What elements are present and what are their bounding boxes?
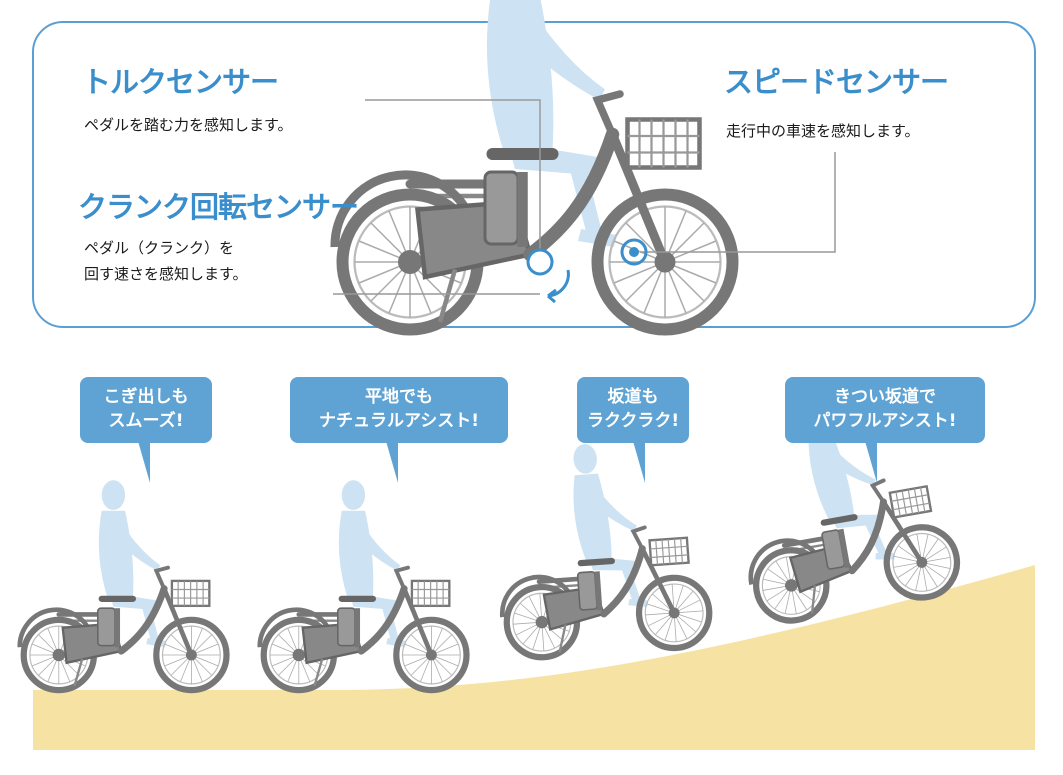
speed-callout-line xyxy=(640,152,836,253)
bike-illustration-2 xyxy=(260,480,467,690)
speed-sensor-title: スピードセンサー xyxy=(724,65,949,99)
speech-bubble-start-line2: スムーズ! xyxy=(108,411,184,431)
speech-bubble-slope-line2: ラククラク! xyxy=(587,411,680,431)
ground-slope xyxy=(33,565,1035,750)
crank-sensor-desc-line2: 回す速さを感知します。 xyxy=(84,265,248,283)
torque-sensor-desc: ペダルを踏む力を感知します。 xyxy=(84,116,293,134)
speech-bubble-start-line1: こぎ出しも xyxy=(103,387,189,407)
speech-bubble-start: こぎ出しも スムーズ! xyxy=(80,377,212,483)
speech-bubble-steep: きつい坂道で パワフルアシスト! xyxy=(785,377,985,483)
speech-bubble-flat-line1: 平地でも xyxy=(365,387,433,407)
torque-sensor-title: トルクセンサー xyxy=(82,65,279,99)
crank-sensor-title: クランク回転センサー xyxy=(78,190,359,224)
crank-rotation-arrow-icon xyxy=(547,269,570,298)
torque-callout-line xyxy=(365,99,541,255)
speech-bubble-slope-line1: 坂道も xyxy=(607,387,659,407)
crank-sensor-desc-line1: ペダル（クランク）を xyxy=(84,239,235,257)
speech-bubble-flat-line2: ナチュラルアシスト! xyxy=(318,411,480,431)
speed-sensor-desc: 走行中の車速を感知します。 xyxy=(726,122,920,140)
crank-sensor-marker xyxy=(526,248,554,276)
speech-bubble-steep-line2: パワフルアシスト! xyxy=(813,411,957,431)
bike-illustration-3 xyxy=(491,440,712,660)
speed-sensor-marker xyxy=(620,238,648,266)
bike-illustration-1 xyxy=(20,480,227,690)
speech-bubble-flat: 平地でも ナチュラルアシスト! xyxy=(290,377,508,483)
speech-bubble-steep-line1: きつい坂道で xyxy=(834,387,936,407)
speech-bubble-slope: 坂道も ラククラク! xyxy=(577,377,689,483)
